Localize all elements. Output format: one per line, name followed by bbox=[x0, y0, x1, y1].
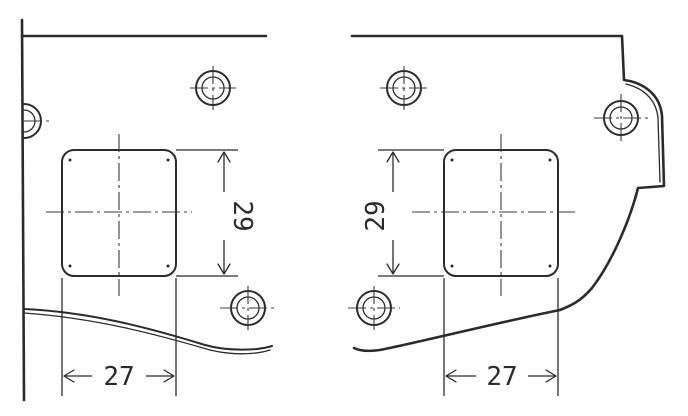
right-width-label: 27 bbox=[486, 362, 517, 392]
bolt-hole-left-edge bbox=[23, 103, 50, 139]
right-part: 29 27 bbox=[348, 34, 666, 396]
right-height-label: 29 bbox=[361, 200, 391, 231]
left-part: 29 27 bbox=[20, 18, 276, 402]
left-part-side-edge bbox=[20, 18, 26, 402]
left-width-dimension: 27 bbox=[61, 278, 177, 396]
right-port bbox=[412, 134, 578, 296]
left-height-label: 29 bbox=[227, 200, 257, 231]
bolt-hole-right-flange bbox=[594, 94, 648, 142]
left-height-dimension: 29 bbox=[176, 149, 257, 277]
left-part-bottom-edge-inner bbox=[23, 312, 271, 355]
bolt-hole-right-bottom bbox=[348, 286, 400, 330]
left-port bbox=[46, 134, 192, 296]
left-part-bottom-edge bbox=[23, 308, 273, 351]
right-part-outline-inner bbox=[625, 83, 661, 183]
bolt-hole-left-bottom bbox=[220, 286, 276, 330]
left-width-label: 27 bbox=[103, 362, 134, 392]
right-width-dimension: 27 bbox=[443, 278, 559, 396]
right-part-outline bbox=[350, 34, 666, 353]
bolt-hole-left-top bbox=[190, 66, 236, 110]
right-height-dimension: 29 bbox=[361, 149, 444, 277]
bolt-hole-right-top bbox=[380, 66, 428, 110]
